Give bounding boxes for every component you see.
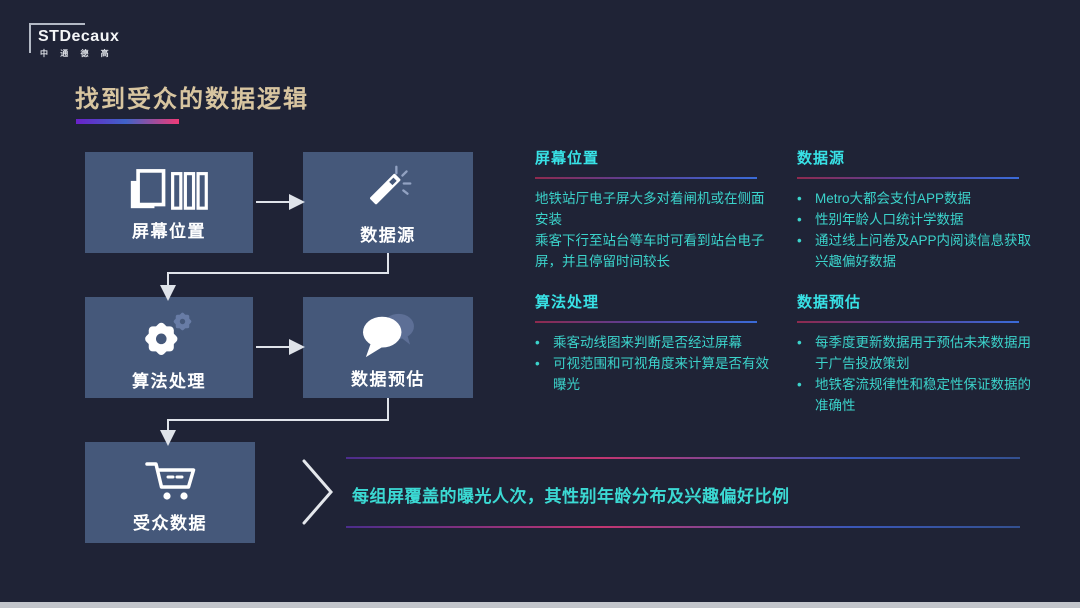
- page-title: 找到受众的数据逻辑: [75, 86, 309, 113]
- banner-bottom-line: [346, 526, 1020, 528]
- connector-box4-box5: [160, 398, 389, 446]
- chevron-right-icon: [302, 459, 333, 525]
- title-underline: [76, 119, 179, 124]
- banner-text: 每组屏覆盖的曝光人次，其性别年龄分布及兴趣偏好比例: [352, 487, 790, 506]
- bullet-text: 性别年龄人口统计学数据: [815, 212, 964, 227]
- bullet-dot: •: [797, 191, 802, 206]
- section-estimation: 数据预估 • 每季度更新数据用于预估未来数据用于广告投放策划 • 地铁客流规律性…: [797, 291, 1031, 416]
- flow-box-label: 数据源: [360, 225, 416, 245]
- bullet-item: • 地铁客流规律性和稳定性保证数据的准确性: [797, 374, 1031, 416]
- section-algorithm: 算法处理 • 乘客动线图来判断是否经过屏幕 • 可视范围和可视角度来计算是否有效…: [535, 291, 769, 395]
- section-divider: [797, 177, 1019, 179]
- bullet-text: 通过线上问卷及APP内阅读信息获取兴趣偏好数据: [815, 233, 1032, 269]
- bullet-item: • 每季度更新数据用于预估未来数据用于广告投放策划: [797, 332, 1031, 374]
- section-line: 地铁站厅电子屏大多对着闸机或在侧面安装: [535, 191, 765, 227]
- magic-wand-icon: [370, 165, 412, 204]
- bullet-text: 可视范围和可视角度来计算是否有效曝光: [553, 356, 769, 392]
- flow-box-label: 受众数据: [133, 513, 207, 533]
- section-title: 数据预估: [797, 294, 862, 311]
- flow-box-screen-position: 屏幕位置: [85, 152, 253, 253]
- flow-box-algorithm: 算法处理: [85, 297, 253, 398]
- bullet-item: • 可视范围和可视角度来计算是否有效曝光: [535, 353, 769, 395]
- gears-icon: [145, 312, 192, 355]
- bullet-item: • 性别年龄人口统计学数据: [797, 209, 1031, 230]
- flow-box-label: 数据预估: [351, 369, 425, 389]
- bullet-dot: •: [797, 212, 802, 227]
- logo-text: STDecaux: [38, 28, 120, 45]
- documents-icon: [130, 168, 208, 210]
- logo-subtext: 中 通 德 高: [40, 49, 114, 58]
- bullet-item: • Metro大都会支付APP数据: [797, 188, 1031, 209]
- bullet-item: • 乘客动线图来判断是否经过屏幕: [535, 332, 769, 353]
- section-divider: [535, 177, 757, 179]
- flow-box-label: 算法处理: [132, 371, 206, 391]
- bullet-dot: •: [535, 335, 540, 350]
- bullet-dot: •: [797, 377, 802, 392]
- flow-box-label: 屏幕位置: [132, 221, 206, 241]
- slide-bottom-edge: [0, 602, 1080, 608]
- section-title: 算法处理: [535, 294, 600, 311]
- section-data-source: 数据源 • Metro大都会支付APP数据 • 性别年龄人口统计学数据 • 通过…: [797, 147, 1031, 272]
- connector-box2-box3: [160, 253, 389, 301]
- section-line: 乘客下行至站台等车时可看到站台电子屏，并且停留时间较长: [535, 233, 765, 269]
- bullet-text: 地铁客流规律性和稳定性保证数据的准确性: [815, 377, 1031, 413]
- banner-top-line: [346, 457, 1020, 459]
- section-title: 数据源: [797, 150, 846, 167]
- logo-bracket-icon: [29, 23, 85, 53]
- shopping-cart-icon: [145, 461, 196, 500]
- section-title: 屏幕位置: [535, 150, 600, 167]
- bullet-dot: •: [535, 356, 540, 371]
- flow-box-data-source: 数据源: [303, 152, 473, 253]
- bullet-dot: •: [797, 233, 802, 248]
- section-divider: [535, 321, 757, 323]
- bullet-text: Metro大都会支付APP数据: [815, 191, 972, 206]
- flow-box-estimation: 数据预估: [303, 297, 473, 398]
- flow-box-audience: 受众数据: [85, 442, 255, 543]
- bullet-item: • 通过线上问卷及APP内阅读信息获取兴趣偏好数据: [797, 230, 1031, 272]
- bullet-text: 乘客动线图来判断是否经过屏幕: [553, 335, 742, 350]
- bullet-text: 每季度更新数据用于预估未来数据用于广告投放策划: [815, 335, 1031, 371]
- section-divider: [797, 321, 1019, 323]
- section-screen-position: 屏幕位置 地铁站厅电子屏大多对着闸机或在侧面安装 乘客下行至站台等车时可看到站台…: [535, 147, 769, 272]
- speech-bubbles-icon: [363, 313, 414, 357]
- bullet-dot: •: [797, 335, 802, 350]
